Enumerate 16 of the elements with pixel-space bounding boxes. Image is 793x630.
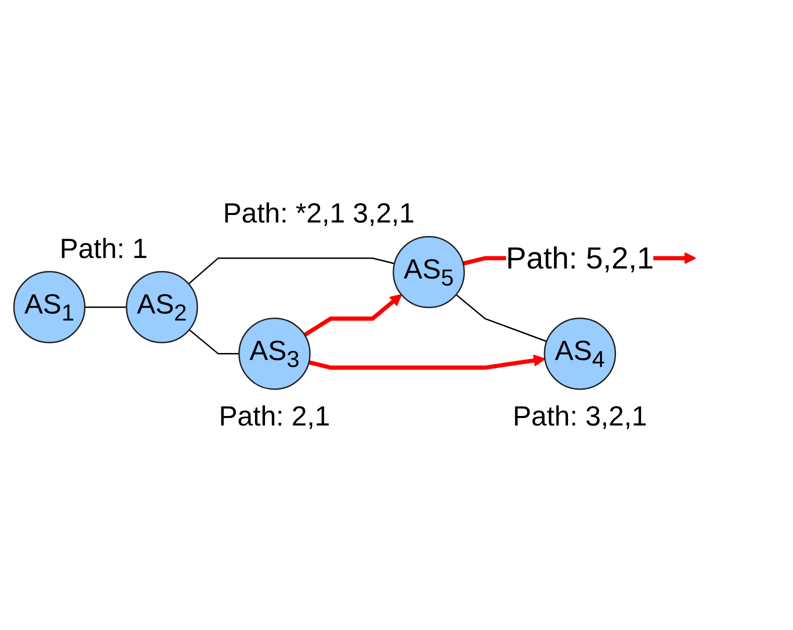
node-circle: AS$_{5}$ xyxy=(392,236,465,309)
connector xyxy=(84,306,126,308)
node-circle: AS$_{4}$ xyxy=(544,318,616,390)
path-label: Path: 3,2,1 xyxy=(512,400,648,432)
edge-label: Path: 5,2,1 xyxy=(506,241,654,276)
arrow xyxy=(308,354,546,370)
connector xyxy=(188,330,240,355)
arrow xyxy=(303,294,402,338)
node-circle: AS$_{3}$ xyxy=(238,318,311,390)
connector xyxy=(188,258,395,285)
node-circle: AS$_{2}$ xyxy=(126,271,198,344)
node-circle: AS$_{1}$ xyxy=(13,271,86,344)
connector xyxy=(456,294,547,342)
path-label: Path: 1 xyxy=(60,233,148,264)
path-label: Path: *2,1 3,2,1 xyxy=(222,198,415,230)
path-label: Path: 2,1 xyxy=(218,400,330,432)
